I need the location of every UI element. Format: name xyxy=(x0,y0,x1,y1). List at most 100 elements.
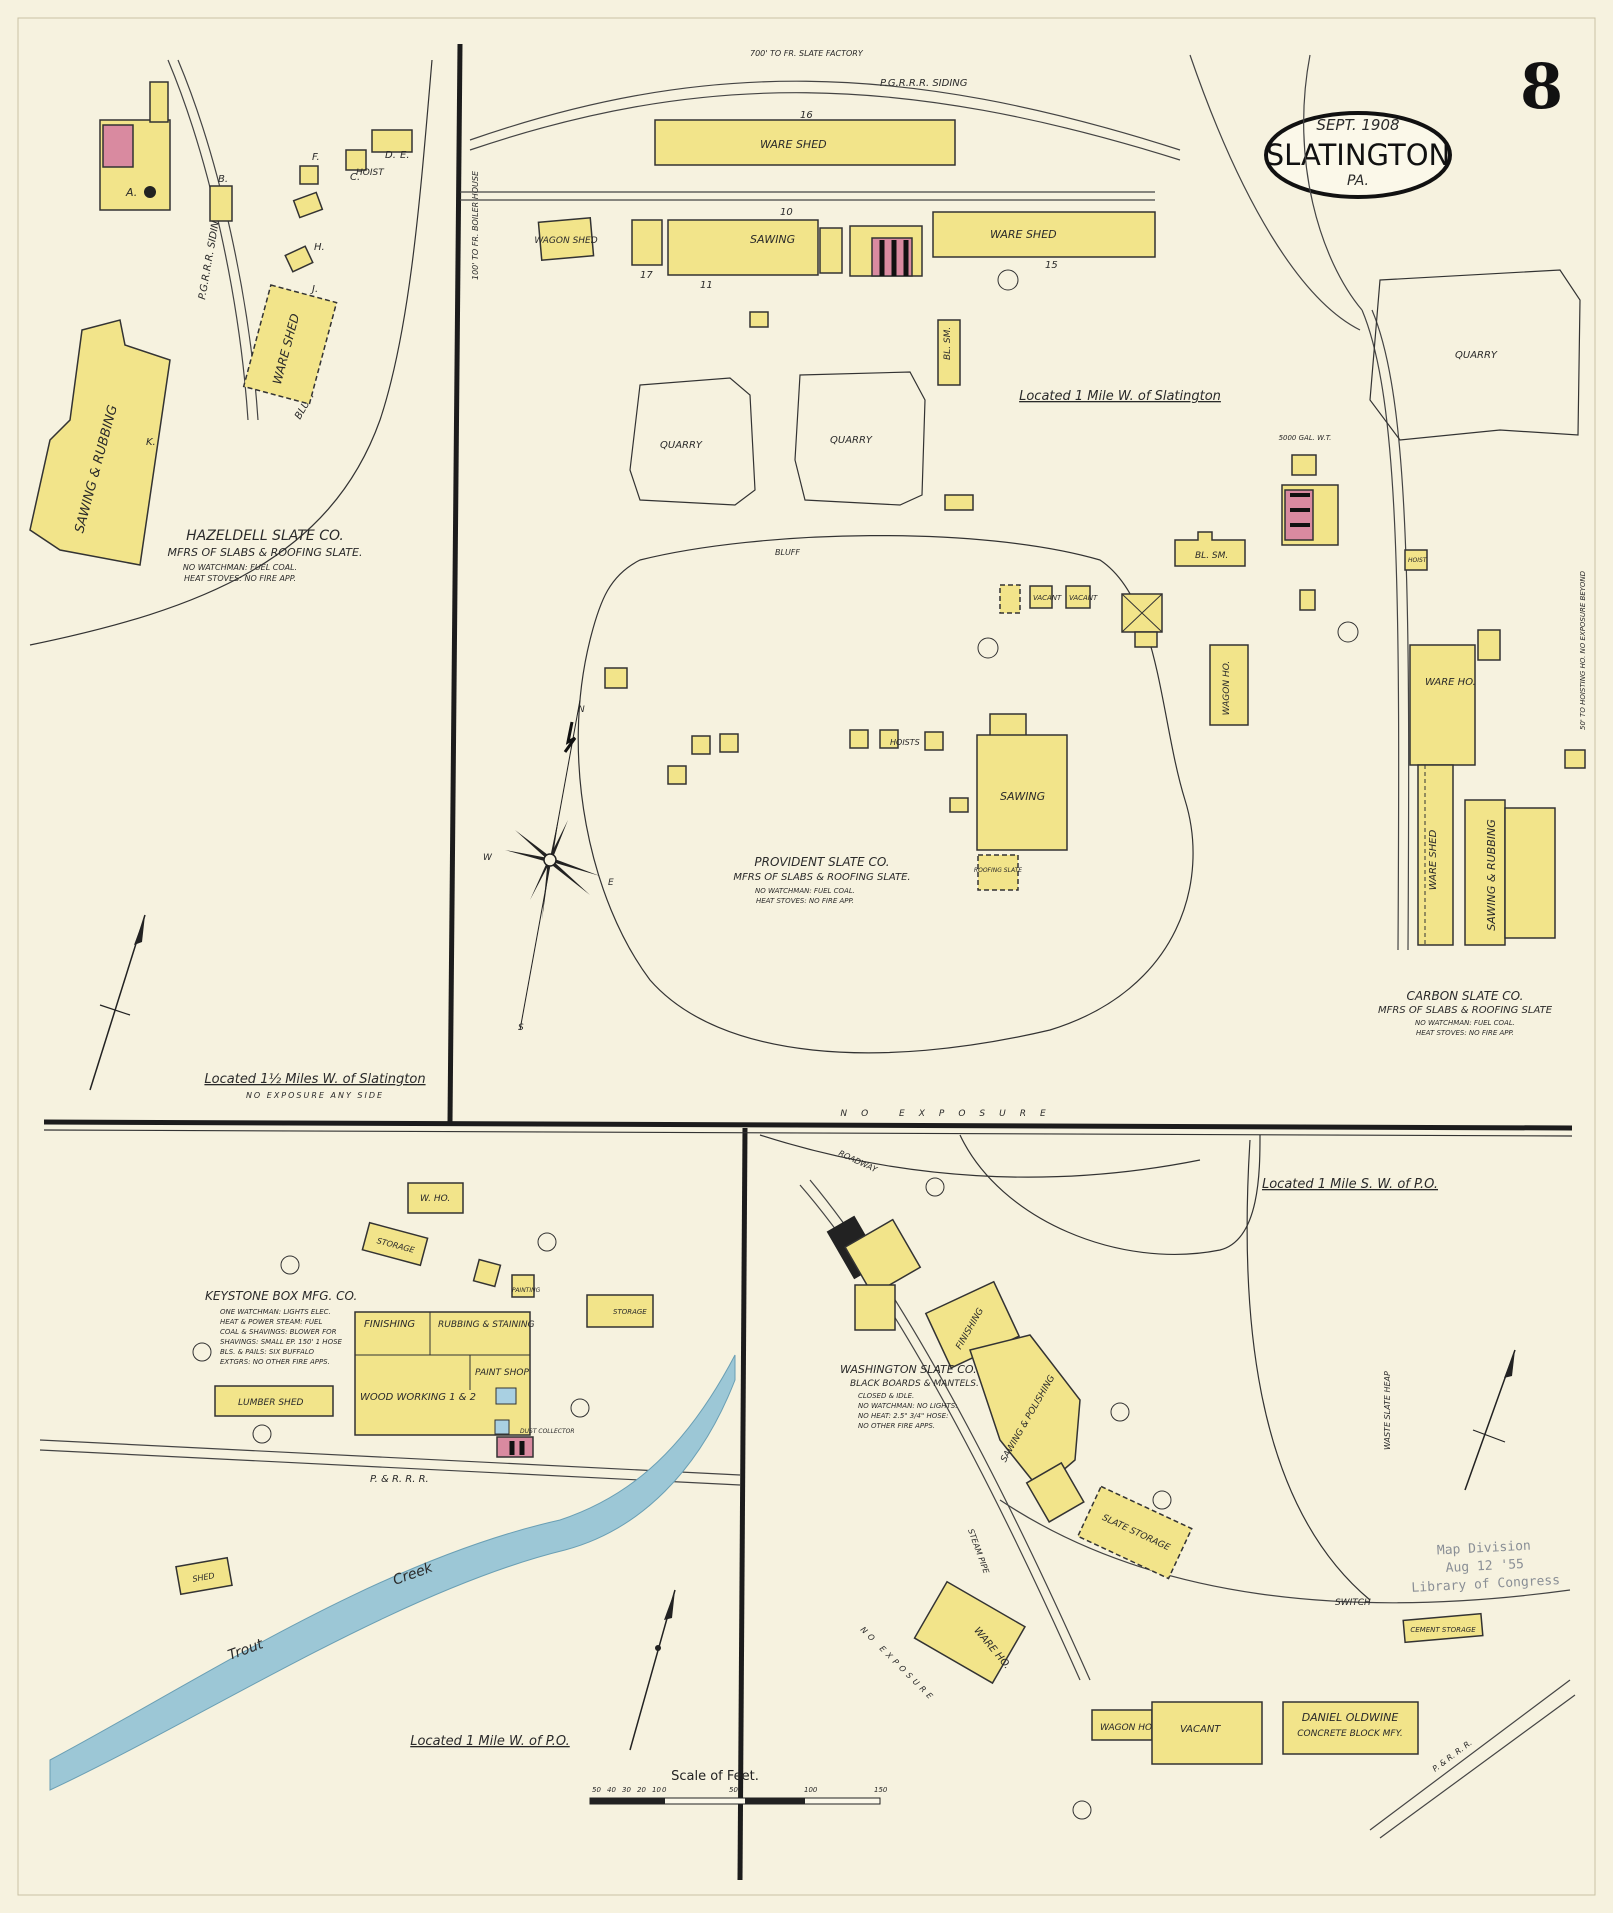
provident-small-shed xyxy=(944,494,974,511)
hazeldell-exposure: NO EXPOSURE ANY SIDE xyxy=(246,1091,384,1100)
washington-pr-track-b xyxy=(1379,1694,1576,1839)
oldwine-name: DANIEL OLDWINE xyxy=(1302,1711,1399,1724)
provident-hoist-r xyxy=(691,735,711,755)
provident-sawing-label: SAWING xyxy=(750,233,795,246)
provident-small-d xyxy=(749,311,769,328)
panel-divider-vertical-top xyxy=(447,43,463,1123)
provident-roofing-slate xyxy=(977,854,1019,891)
keystone-hydrant-5 xyxy=(252,1424,272,1444)
hazeldell-letter-b: B. xyxy=(218,174,228,185)
provident-bl-sm xyxy=(937,319,961,386)
scale-tick-5: 0 xyxy=(662,1786,667,1794)
compass-s: S xyxy=(518,1023,524,1033)
provident-hoist-t xyxy=(849,729,869,749)
washington-slate-storage xyxy=(1076,1485,1193,1580)
keystone-lumber-shed-label: LUMBER SHED xyxy=(238,1398,304,1408)
hazeldell-letter-e: E. xyxy=(400,150,410,161)
provident-num-10: 10 xyxy=(780,207,793,218)
hazeldell-stack xyxy=(144,186,156,198)
keystone-note-5: BLS. & PAILS: SIX BUFFALO xyxy=(220,1348,315,1356)
provident-vacant-h xyxy=(1029,585,1053,609)
keystone-main-complex xyxy=(354,1311,531,1436)
hazeldell-letter-a: A. xyxy=(125,186,137,199)
washington-hydrant-16 xyxy=(925,1177,945,1197)
hazeldell-panel: P.G.R.R.R. SIDING BLUFF A. B. F. C. HOIS… xyxy=(29,59,433,1100)
hazeldell-note-1: NO WATCHMAN: FUEL COAL. xyxy=(183,563,297,572)
panel-divider-horizontal xyxy=(43,1119,1573,1131)
provident-sawing-annex xyxy=(631,219,663,266)
keystone-hydrant-16 xyxy=(570,1398,590,1418)
washington-arrow-head xyxy=(1504,1350,1515,1378)
keystone-painting-label: PAINTING xyxy=(512,1287,541,1294)
carbon-company-name: CARBON SLATE CO. xyxy=(1407,989,1524,1003)
keystone-shed-a xyxy=(472,1258,502,1288)
washington-switch-label: SWITCH xyxy=(1335,1598,1371,1608)
washington-company-desc: BLACK BOARDS & MANTELS. xyxy=(850,1379,979,1389)
hazeldell-building-b xyxy=(209,185,233,222)
compass-w: W xyxy=(483,853,493,863)
provident-factory-note: 700' TO FR. SLATE FACTORY xyxy=(750,49,864,58)
provident-num-17: 17 xyxy=(640,270,653,281)
provident-company-name: PROVIDENT SLATE CO. xyxy=(754,855,889,869)
washington-note-1: CLOSED & IDLE. xyxy=(858,1392,914,1400)
carbon-side-note: 50' TO HOISTING HO. NO EXPOSURE BEYOND xyxy=(1579,570,1587,730)
provident-engine-room xyxy=(819,227,843,274)
provident-hoists-label: HOISTS xyxy=(890,738,920,747)
washington-hydrant-0 xyxy=(1072,1800,1092,1820)
carbon-panel: QUARRY 5000 GAL. W.T. BL. SM. HOIST WAGO… xyxy=(1121,54,1587,1037)
provident-quarry-1-label: QUARRY xyxy=(660,440,703,451)
provident-hoist-p xyxy=(667,765,687,785)
provident-siding-a xyxy=(469,80,1181,151)
compass-ray-n xyxy=(550,810,560,862)
carbon-small-c xyxy=(1299,589,1316,611)
carbon-track-c xyxy=(1361,309,1400,951)
washington-waste-label: WASTE SLATE HEAP xyxy=(1383,1371,1392,1450)
keystone-rubbing-label: RUBBING & STAINING xyxy=(438,1320,535,1330)
keystone-company-name: KEYSTONE BOX MFG. CO. xyxy=(205,1289,357,1303)
provident-bl-sm-label: BL. SM. xyxy=(943,327,953,360)
washington-switch-track xyxy=(999,1499,1571,1604)
scale-tick-4: 10 xyxy=(652,1786,661,1794)
provident-bluff-label: BLUFF xyxy=(775,548,800,557)
hazeldell-company-name: HAZELDELL SLATE CO. xyxy=(186,528,344,544)
oldwine-desc: CONCRETE BLOCK MFY. xyxy=(1297,1729,1403,1739)
provident-bluff-outline xyxy=(577,535,1194,1054)
hazeldell-letter-k: K. xyxy=(146,437,156,448)
hazeldell-letter-h: H. xyxy=(314,242,325,253)
keystone-shed-24-label: SHED xyxy=(192,1571,216,1584)
provident-num-15: 15 xyxy=(1045,260,1058,271)
hazeldell-letter-c: C. xyxy=(350,172,360,183)
compass-ray-nw xyxy=(515,830,552,860)
provident-vacant-j xyxy=(1065,585,1091,609)
keystone-arrow-head xyxy=(664,1590,675,1620)
scale-coarse-segment xyxy=(745,1798,805,1804)
hazeldell-hoist-de xyxy=(371,129,413,153)
provident-panel: P.G.R.R.R. SIDING 700' TO FR. SLATE FACT… xyxy=(460,49,1221,1054)
scale-tick-3: 20 xyxy=(637,1786,646,1794)
scale-fine-segment xyxy=(590,1798,665,1804)
provident-quarry-1 xyxy=(629,377,756,506)
keystone-hydrant-23 xyxy=(537,1232,557,1252)
keystone-rr-label: P. & R. R. R. xyxy=(370,1474,429,1485)
hazeldell-building-f xyxy=(299,165,319,185)
carbon-bl-sm xyxy=(1174,531,1246,567)
hazeldell-siding-track-a xyxy=(167,59,249,421)
keystone-note-4: SHAVINGS: SMALL EP. 150' 1 HOSE xyxy=(220,1338,343,1346)
hazeldell-boiler-brick xyxy=(102,124,134,168)
provident-boiler-note: 100' TO FR. BOILER HOUSE xyxy=(471,170,480,280)
keystone-storage-18 xyxy=(361,1221,429,1267)
keystone-hydrant-10 xyxy=(192,1342,212,1362)
provident-vacant-h-label: VACANT xyxy=(1033,594,1062,602)
provident-wagon-shed-label: WAGON SHED xyxy=(534,236,597,246)
scale-tick-2: 30 xyxy=(622,1786,631,1794)
town-name: SLATINGTON xyxy=(1266,138,1450,172)
carbon-hydrant-10 xyxy=(1337,621,1359,643)
carbon-quarry-outline xyxy=(1369,269,1581,441)
compass-ray-se xyxy=(548,860,590,895)
washington-note-2: NO WATCHMAN: NO LIGHTS: xyxy=(858,1402,958,1410)
keystone-storage-c xyxy=(586,1294,654,1328)
washington-company-name: WASHINGTON SLATE CO. xyxy=(840,1363,977,1376)
keystone-panel: P. & R. R. R. Trout Creek W. HO. STORAGE… xyxy=(39,1182,741,1791)
scale-tick-1: 40 xyxy=(607,1786,616,1794)
